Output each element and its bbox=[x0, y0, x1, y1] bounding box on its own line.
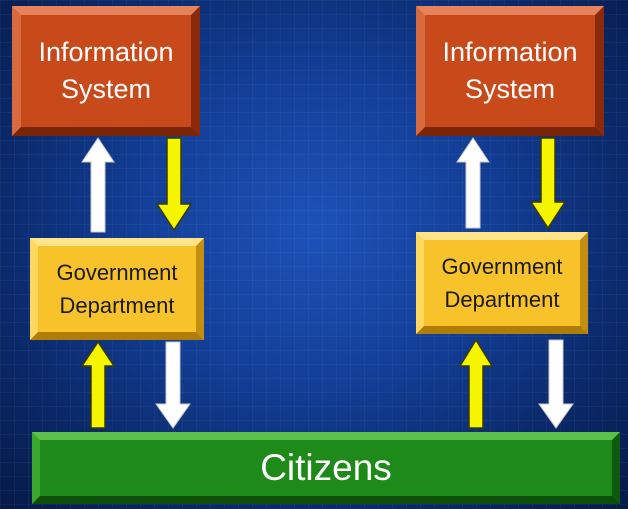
left-gov-line2: Department bbox=[59, 293, 175, 318]
left-down-arrow-yellow bbox=[155, 137, 193, 232]
right-down-arrow-white bbox=[538, 339, 574, 429]
right-gov-line1: Government bbox=[441, 254, 563, 279]
left-government-department-box: Government Department bbox=[30, 238, 204, 340]
right-information-system-box: Information System bbox=[416, 6, 604, 136]
left-information-system-box: Information System bbox=[12, 6, 200, 136]
right-gov-line2: Department bbox=[444, 287, 560, 312]
citizens-bar: Citizens bbox=[32, 432, 620, 504]
left-info-line1: Information bbox=[38, 37, 174, 67]
right-info-line2: System bbox=[464, 74, 555, 104]
left-up-arrow-white bbox=[81, 137, 115, 233]
right-up-arrow-white bbox=[456, 137, 490, 229]
right-down-arrow-yellow bbox=[529, 137, 567, 230]
left-info-line2: System bbox=[60, 74, 151, 104]
right-government-department-box: Government Department bbox=[416, 232, 588, 334]
left-gov-line1: Government bbox=[56, 260, 178, 285]
left-up-arrow-yellow bbox=[80, 340, 116, 429]
right-info-line1: Information bbox=[442, 37, 578, 67]
left-down-arrow-white bbox=[155, 341, 191, 429]
citizens-label: Citizens bbox=[260, 447, 392, 488]
right-up-arrow-yellow bbox=[458, 338, 494, 429]
